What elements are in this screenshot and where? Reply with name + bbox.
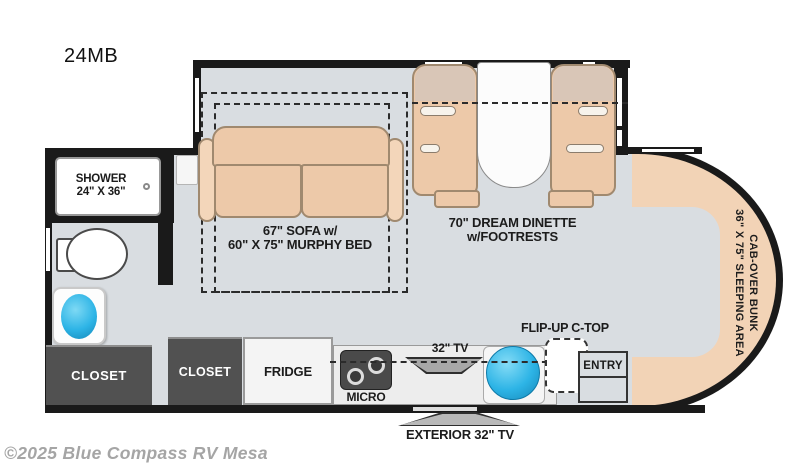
dinette-seatback-right [553,66,613,101]
burner-icon-1 [347,368,364,385]
entry-step [578,378,628,403]
dinette-slide-line [412,102,628,104]
shower: SHOWER 24" X 36" [55,157,161,216]
toilet-icon [66,228,128,280]
fridge-label: FRIDGE [264,364,312,379]
cab-bunk-label: CAB-OVER BUNK 36" X 75" SLEEPING AREA [729,173,760,393]
dinette-seatback-left [415,66,475,101]
dinette-footrest-left [434,190,480,208]
entry: ENTRY [578,351,628,378]
window-dinette-right-2 [617,130,622,146]
closet-right-label: CLOSET [178,365,232,379]
closet-left-label: CLOSET [71,368,127,383]
dinette-armrest-2 [420,144,440,153]
dinette-label-line2: w/FOOTRESTS [467,229,558,244]
exterior-tv-icon-screen [400,414,518,425]
sofa-back [212,126,390,167]
sofa-label: 67" SOFA w/ 60" X 75" MURPHY BED [210,224,390,252]
entry-label: ENTRY [583,360,623,372]
sofa-label-line2: 60" X 75" MURPHY BED [228,237,372,252]
wall-left [45,148,52,413]
bath-sink-basin-icon [61,294,97,339]
fridge: FRIDGE [243,337,333,405]
cab-bunk-label-line1: CAB-OVER BUNK [747,234,759,332]
micro-label: MICRO [346,390,386,404]
dinette-label: 70" DREAM DINETTE w/FOOTRESTS [430,216,595,244]
burner-icon-2 [368,357,385,374]
cooktop [340,350,392,390]
exterior-tv-label: EXTERIOR 32" TV [406,427,514,442]
window-bottom-cab [708,407,754,411]
sofa-label-line1: 67" SOFA w/ [262,223,338,238]
counter-edge-line [330,361,558,363]
shower-label: SHOWER 24" X 36" [57,173,145,199]
kitchen-sink-icon [486,346,540,400]
window-bottom-kitchen [413,407,477,411]
tv-label: 32" TV [431,341,469,355]
window-cab-top [642,149,694,152]
exterior-tv-icon [398,412,520,426]
dinette-footrest-right [548,190,594,208]
model-title: 24MB [64,45,119,67]
flip-up-ctop-label: FLIP-UP C-TOP [521,321,609,335]
watermark: ©2025 Blue Compass RV Mesa [4,443,268,463]
window-left [46,228,50,271]
dinette-armrest-3 [578,106,608,116]
shower-drain-icon [143,183,150,190]
sofa-seat-right [301,164,389,218]
window-slideout-left [195,78,199,132]
wall-top [193,60,630,68]
sofa-seat-left [214,164,302,218]
wall-bathroom-door [158,223,173,285]
closet-left: CLOSET [46,345,152,405]
dinette-table [477,62,551,188]
wall-bottom [45,405,705,413]
closet-right: CLOSET [168,337,242,405]
cabinet [176,155,198,185]
shower-label-line1: SHOWER [75,173,127,185]
dinette-armrest-1 [420,106,456,116]
cab-bunk-label-line2: 36" X 75" SLEEPING AREA [733,209,746,357]
cab-floor-cutout [614,207,720,357]
dinette-label-line1: 70" DREAM DINETTE [448,215,577,230]
dinette-armrest-4 [566,144,604,153]
shower-label-line2: 24" X 36" [76,186,126,198]
